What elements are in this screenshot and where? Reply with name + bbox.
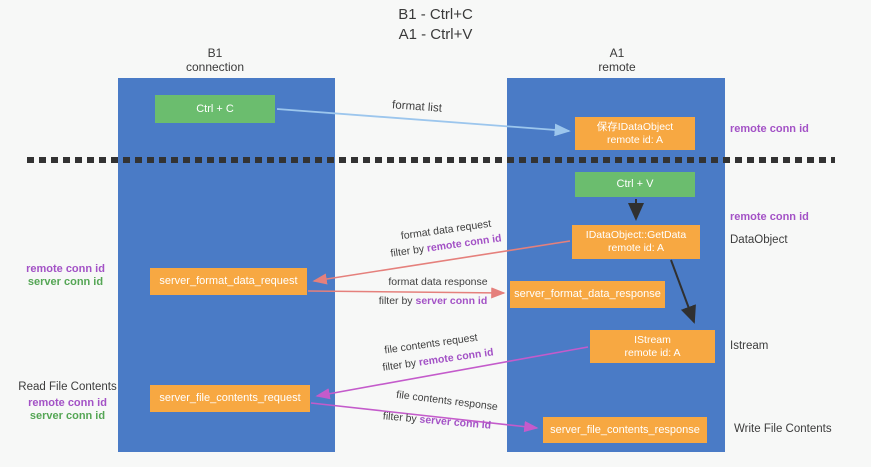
- node-server-file-contents-response: server_file_contents_response: [543, 417, 707, 443]
- column-a1-role: remote: [598, 60, 636, 74]
- node-server-format-data-response: server_format_data_response: [510, 281, 665, 308]
- server-conn-id-keyword: server conn id: [419, 413, 492, 432]
- filter-by-text: filter by: [389, 243, 425, 260]
- node-ctrl-c: Ctrl + C: [155, 95, 275, 123]
- arrow-format-data-response: [307, 287, 506, 299]
- filter-by-text: filter by: [381, 357, 417, 374]
- title-line-1: B1 - Ctrl+C: [398, 6, 473, 23]
- node-istream: IStream remote id: A: [590, 330, 715, 363]
- label-group-read-file: Read File Contents remote conn id server…: [15, 381, 120, 423]
- node-ctrl-v: Ctrl + V: [575, 172, 695, 197]
- node-ctrl-v-label: Ctrl + V: [616, 178, 654, 190]
- label-remote-conn-id-right-2: remote conn id: [730, 211, 809, 223]
- node-getdata-line1: IDataObject::GetData: [585, 229, 687, 241]
- title-line-2: A1 - Ctrl+V: [398, 26, 473, 43]
- label-remote-conn-id-right-1: remote conn id: [730, 123, 809, 135]
- node-format-response-label: server_format_data_response: [514, 288, 661, 300]
- label-server-conn-id-left-1: server conn id: [27, 276, 104, 288]
- node-istream-line2: remote id: A: [624, 346, 681, 359]
- label-filter-by-server-1: filter by server conn id: [368, 295, 498, 307]
- divider-dashed-line: [27, 157, 835, 163]
- label-write-file-contents: Write File Contents: [734, 423, 832, 435]
- column-b1-name: B1: [207, 46, 223, 60]
- column-a1-name: A1: [609, 46, 625, 60]
- label-istream: Istream: [730, 340, 769, 352]
- node-istream-line1: IStream: [634, 333, 671, 346]
- diagram-title: B1 - Ctrl+C A1 - Ctrl+V: [0, 5, 871, 45]
- node-save-idataobject: 保存IDataObject remote id: A: [575, 117, 695, 150]
- label-remote-conn-id-left-1: remote conn id: [26, 263, 105, 275]
- column-header-b1: B1 connection: [145, 46, 285, 74]
- column-header-a1: A1 remote: [547, 46, 687, 74]
- label-file-contents-response: file contents response: [395, 388, 499, 414]
- label-server-conn-id-left-2: server conn id: [29, 410, 106, 422]
- node-file-response-label: server_file_contents_response: [550, 423, 700, 436]
- node-ctrl-c-label: Ctrl + C: [196, 102, 234, 115]
- filter-by-text: filter by: [378, 295, 413, 307]
- label-read-file-contents: Read File Contents: [18, 381, 117, 393]
- label-format-list: format list: [391, 99, 443, 115]
- label-remote-conn-id-left-2: remote conn id: [28, 397, 107, 409]
- node-idataobject-getdata: IDataObject::GetData remote id: A: [572, 225, 700, 259]
- node-format-request-label: server_format_data_request: [159, 275, 298, 287]
- node-server-format-data-request: server_format_data_request: [150, 268, 307, 295]
- server-conn-id-keyword: server conn id: [415, 295, 488, 307]
- column-b1-role: connection: [185, 60, 245, 74]
- label-group-format-conn-ids: remote conn id server conn id: [18, 263, 113, 289]
- filter-by-text: filter by: [382, 410, 418, 426]
- node-file-request-label: server_file_contents_request: [159, 392, 301, 404]
- node-server-file-contents-request: server_file_contents_request: [150, 385, 310, 412]
- node-save-idataobject-line1: 保存IDataObject: [596, 120, 674, 133]
- node-getdata-line2: remote id: A: [607, 242, 665, 254]
- label-format-data-response: format data response: [388, 276, 488, 288]
- node-save-idataobject-line2: remote id: A: [606, 133, 664, 146]
- label-dataobject: DataObject: [730, 234, 788, 246]
- label-filter-by-server-2: filter by server conn id: [372, 409, 503, 432]
